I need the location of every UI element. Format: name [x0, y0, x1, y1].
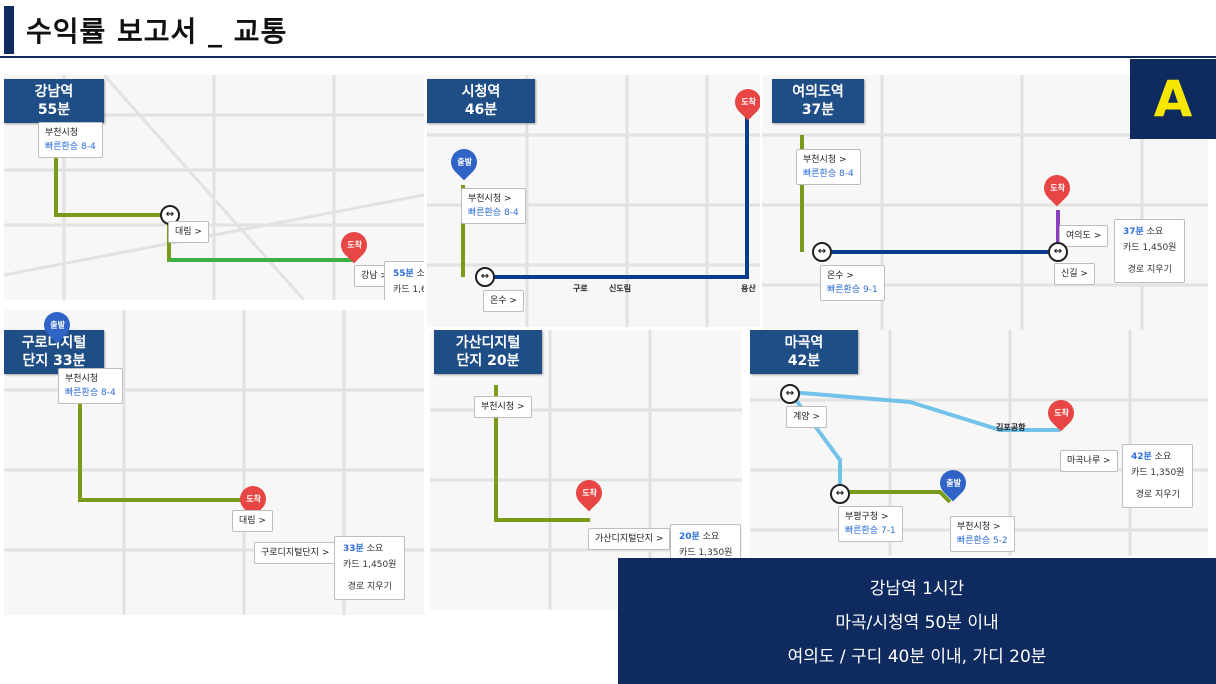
clear-route-button[interactable]: 경로 지우기 — [347, 582, 392, 592]
clear-route-button[interactable]: 경로 지우기 — [1135, 490, 1180, 500]
transfer-icon: ↔ — [812, 242, 832, 262]
transfer2-card[interactable]: 신길 > — [1054, 263, 1095, 285]
transfer-card[interactable]: 온수 > — [483, 290, 524, 312]
transfer-card[interactable]: 대림 > — [232, 510, 273, 532]
transfer-card[interactable]: 온수 >빠른환승 9-1 — [820, 265, 885, 301]
route-line1 — [485, 115, 749, 279]
map-gurodigital-lines — [4, 310, 424, 615]
destination-card[interactable]: 여의도 > — [1059, 225, 1109, 247]
header-divider — [0, 56, 1216, 58]
station-guro: 구로 — [573, 284, 588, 293]
route-info-card: 37분 소요 카드 1,450원 경로 지우기 — [1114, 219, 1186, 283]
destination-card[interactable]: 마곡나루 > — [1060, 450, 1118, 472]
transfer-icon: ↔ — [780, 384, 800, 404]
header-accent-bar — [4, 6, 14, 54]
route-line7 — [494, 385, 590, 522]
route-info-card: 55분 소요 카드 1,650원 — [384, 261, 424, 300]
route-info-card: 42분 소요 카드 1,350원 경로 지우기 — [1122, 444, 1194, 508]
clear-route-button[interactable]: 경로 지우기 — [1127, 265, 1172, 275]
transfer-card[interactable]: 대림 > — [168, 221, 209, 243]
summary-line-3: 여의도 / 구디 40분 이내, 가디 20분 — [787, 647, 1047, 667]
badge-a: A — [1130, 59, 1216, 139]
route-airport — [789, 390, 1060, 432]
station-sindorim: 신도림 — [609, 284, 632, 293]
station-gimpo-airport: 김포공항 — [996, 423, 1026, 432]
station-yongsan: 용산 — [741, 284, 756, 293]
route-info-card: 33분 소요 카드 1,450원 경로 지우기 — [334, 536, 406, 600]
route-line7 — [840, 490, 952, 504]
transfer-icon: ↔ — [1048, 242, 1068, 262]
summary-line-1: 강남역 1시간 — [869, 579, 965, 599]
page-title: 수익률 보고서 _ 교통 — [26, 15, 288, 48]
transfer2-card[interactable]: 부평구청 >빠른환승 7-1 — [838, 506, 903, 542]
route-line7 — [78, 390, 254, 502]
origin-card[interactable]: 부천시청 >빠른환승 8-4 — [461, 188, 526, 224]
summary-line-2: 마곡/시청역 50분 이내 — [835, 613, 999, 633]
origin-card[interactable]: 부천시청 >빠른환승 5-2 — [950, 516, 1015, 552]
transfer-card[interactable]: 계양 > — [786, 406, 827, 428]
origin-card[interactable]: 부천시청 > — [474, 396, 532, 418]
origin-card[interactable]: 부천시청 >빠른환승 8-4 — [796, 149, 861, 185]
destination-card[interactable]: 구로디지털단지 > — [254, 542, 337, 564]
destination-card[interactable]: 가산디지털단지 > — [588, 528, 671, 550]
transfer-icon: ↔ — [475, 267, 495, 287]
transfer-icon: ↔ — [830, 484, 850, 504]
summary-box: 강남역 1시간 마곡/시청역 50분 이내 여의도 / 구디 40분 이내, 가… — [618, 558, 1216, 684]
